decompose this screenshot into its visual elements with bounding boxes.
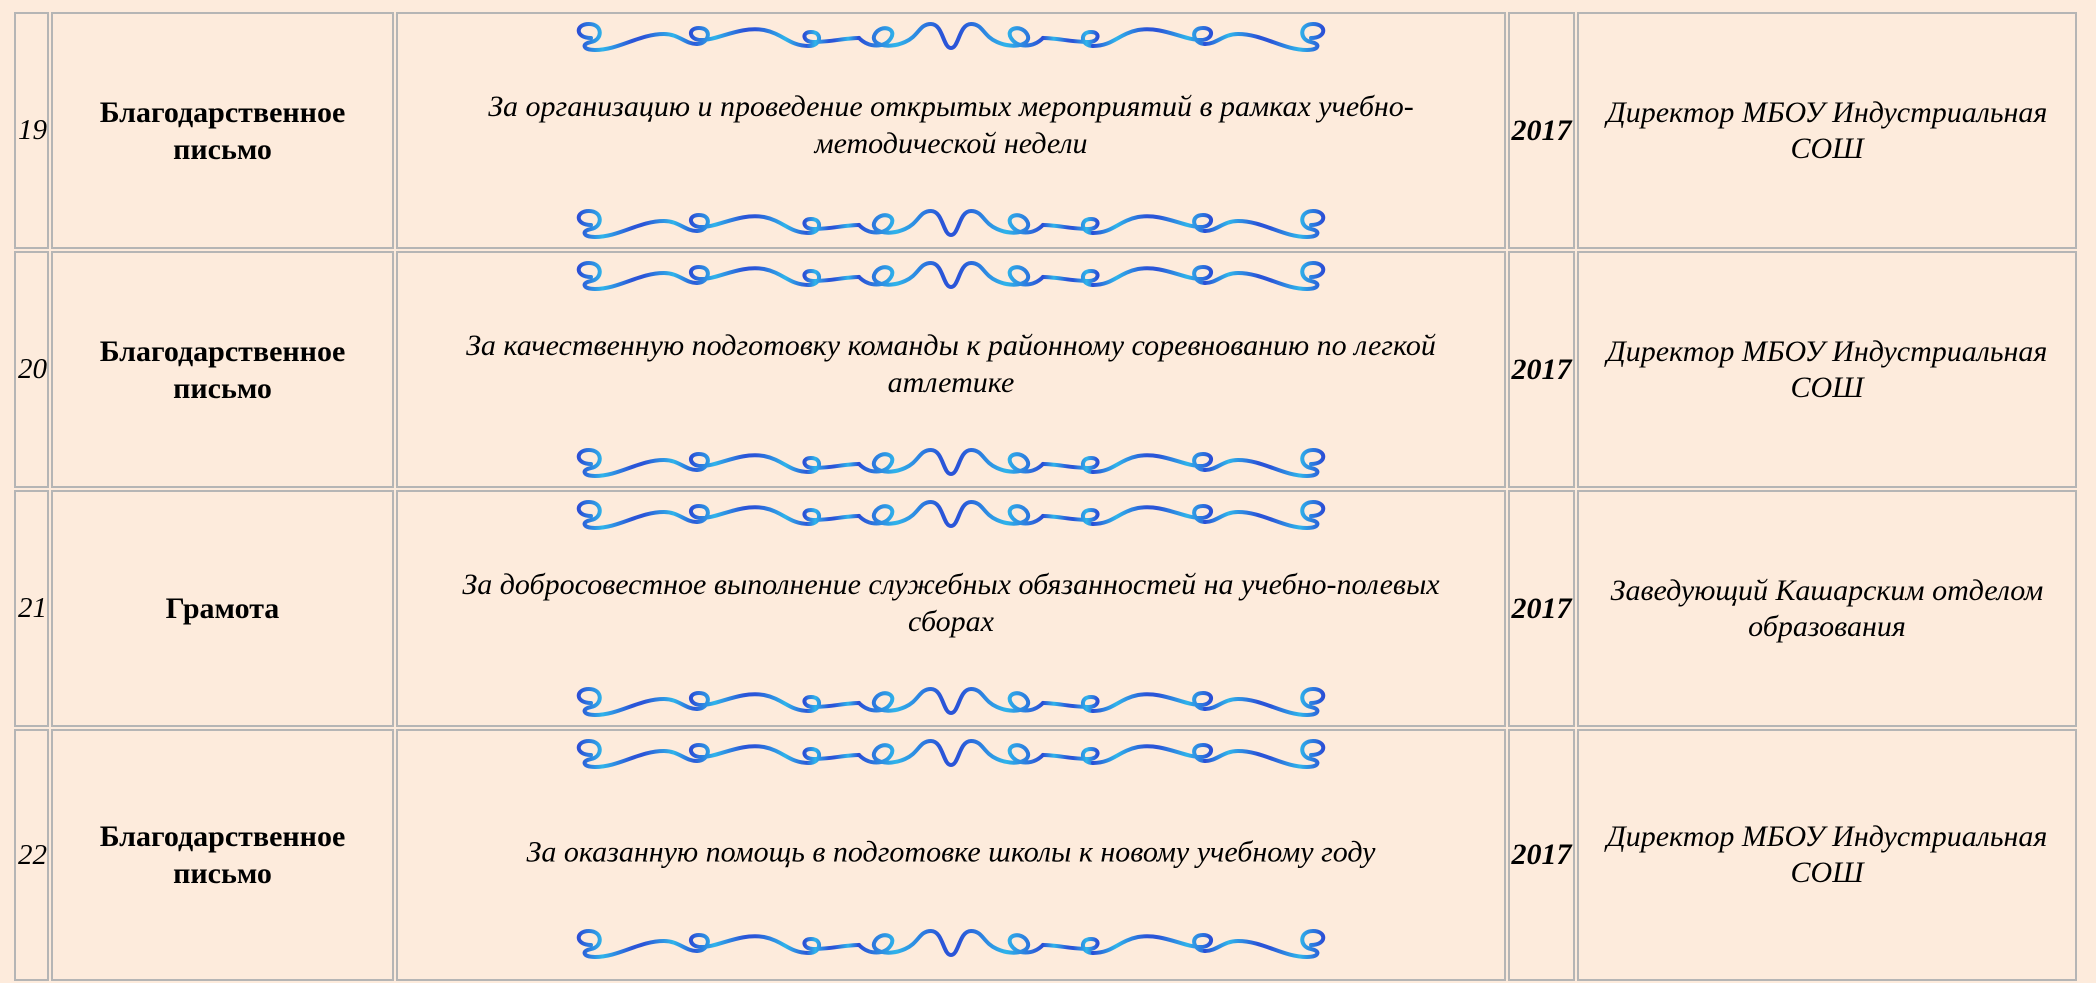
award-description: За организацию и проведение открытых мер…: [488, 89, 1414, 160]
row-number: 22: [14, 729, 49, 981]
scroll-ornament-icon: [569, 18, 1333, 58]
award-description: За оказанную помощь в подготовке школы к…: [526, 835, 1376, 869]
award-issuer: Директор МБОУ Индустриальная СОШ: [1577, 729, 2077, 981]
scroll-ornament-icon: [569, 444, 1333, 484]
table-row: 20 Благодарственное письмо За качественн…: [14, 251, 2077, 488]
award-issuer: Заведующий Кашарским отделом образования: [1577, 490, 2077, 727]
award-description-cell: За оказанную помощь в подготовке школы к…: [396, 729, 1506, 981]
award-issuer: Директор МБОУ Индустриальная СОШ: [1577, 251, 2077, 488]
scroll-ornament-icon: [569, 683, 1333, 723]
award-issuer: Директор МБОУ Индустриальная СОШ: [1577, 12, 2077, 249]
award-type: Благодарственное письмо: [51, 729, 394, 981]
award-description-cell: За качественную подготовку команды к рай…: [396, 251, 1506, 488]
scroll-ornament-icon: [569, 735, 1333, 775]
award-type: Грамота: [51, 490, 394, 727]
awards-table-body: 19 Благодарственное письмо За организаци…: [14, 12, 2077, 981]
award-description: За качественную подготовку команды к рай…: [466, 328, 1436, 399]
row-number: 21: [14, 490, 49, 727]
awards-table: 19 Благодарственное письмо За организаци…: [12, 10, 2079, 983]
award-year: 2017: [1508, 12, 1575, 249]
row-number: 20: [14, 251, 49, 488]
award-description: За добросовестное выполнение служебных о…: [462, 567, 1440, 638]
award-year: 2017: [1508, 251, 1575, 488]
scroll-ornament-icon: [569, 925, 1333, 965]
award-description-cell: За организацию и проведение открытых мер…: [396, 12, 1506, 249]
award-year: 2017: [1508, 490, 1575, 727]
scroll-ornament-icon: [569, 257, 1333, 297]
table-row: 19 Благодарственное письмо За организаци…: [14, 12, 2077, 249]
table-row: 21 Грамота За добросовестное выполнение …: [14, 490, 2077, 727]
award-year: 2017: [1508, 729, 1575, 981]
table-row: 22 Благодарственное письмо За оказанную …: [14, 729, 2077, 981]
row-number: 19: [14, 12, 49, 249]
award-description-cell: За добросовестное выполнение служебных о…: [396, 490, 1506, 727]
award-type: Благодарственное письмо: [51, 12, 394, 249]
scroll-ornament-icon: [569, 205, 1333, 245]
scroll-ornament-icon: [569, 496, 1333, 536]
award-type: Благодарственное письмо: [51, 251, 394, 488]
